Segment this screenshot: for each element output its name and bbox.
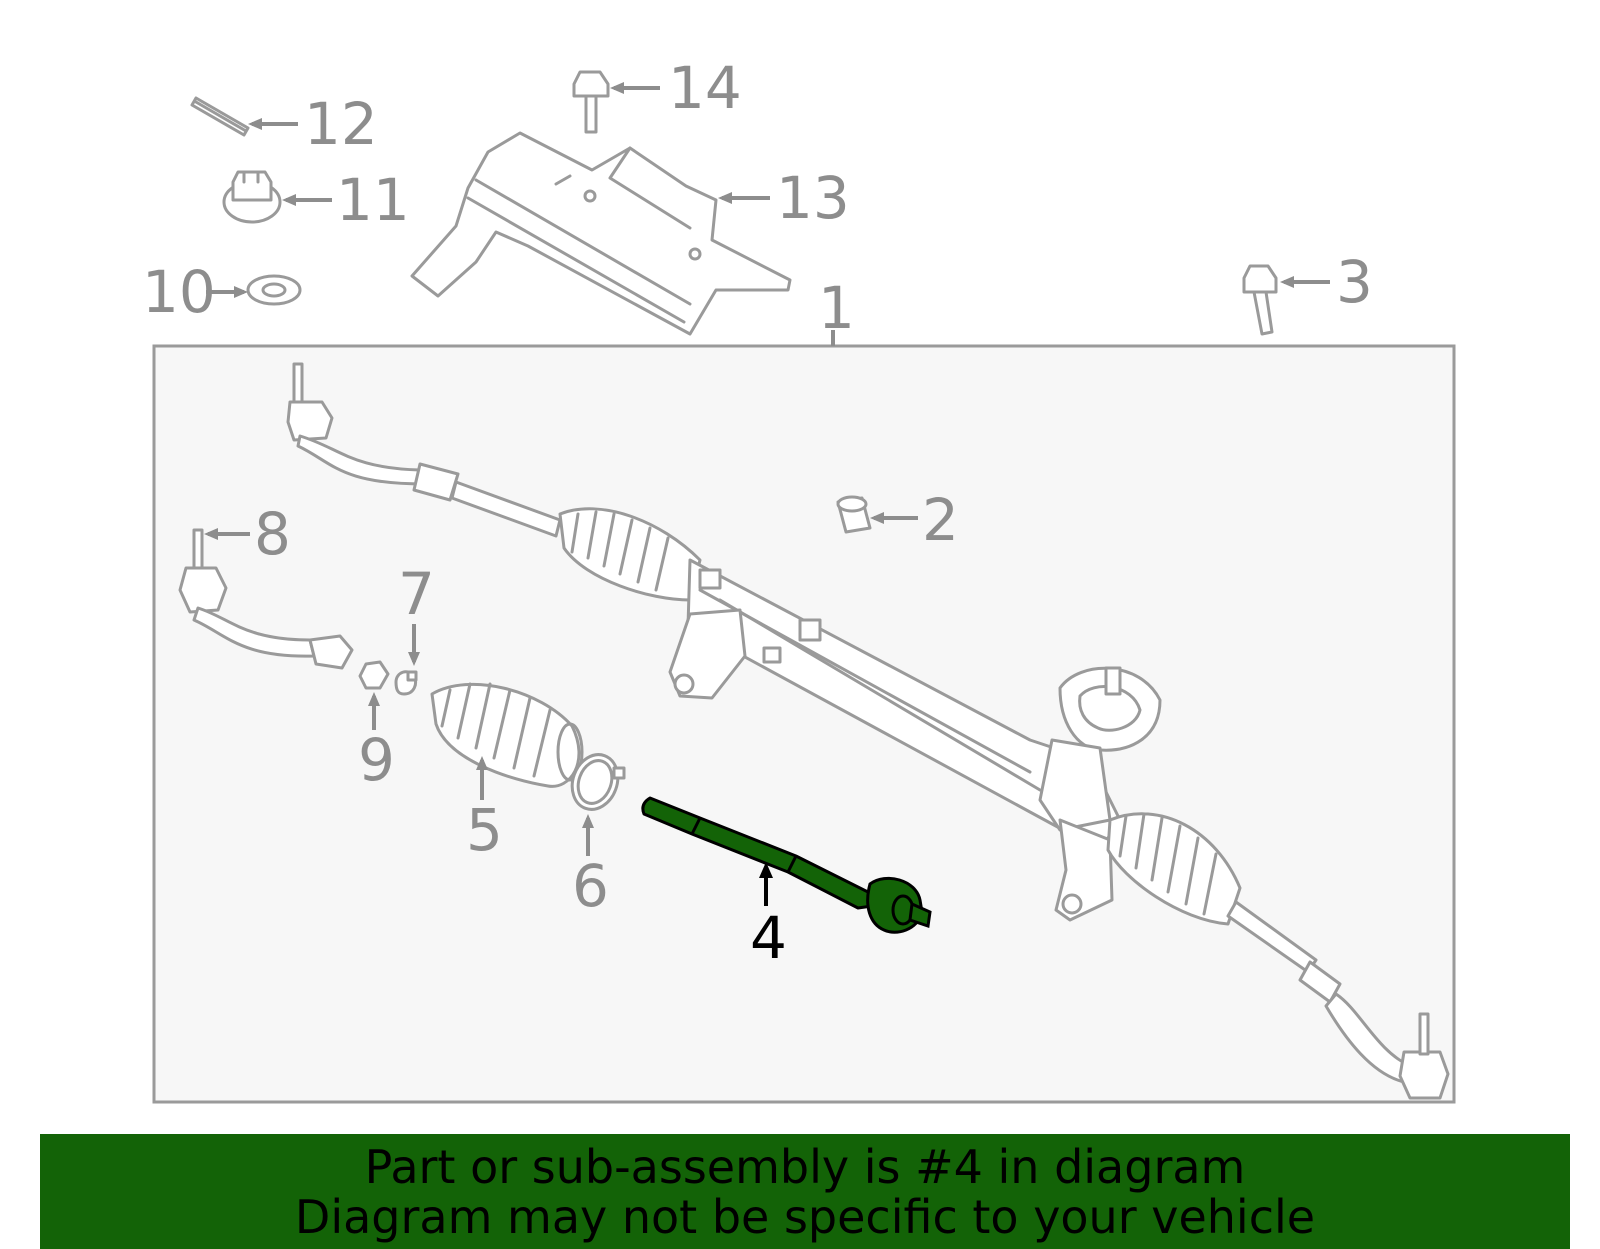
callout-14: 14 xyxy=(668,54,742,122)
callout-1: 1 xyxy=(818,274,855,342)
callout-6: 6 xyxy=(572,852,609,920)
part-7-clamp xyxy=(394,670,418,696)
part-13-heat-shield xyxy=(410,131,792,336)
part-14-bolt xyxy=(572,70,610,134)
callout-13: 13 xyxy=(776,164,850,232)
callout-9: 9 xyxy=(358,726,395,794)
part-12-pin xyxy=(190,96,250,137)
callout-7: 7 xyxy=(398,560,435,628)
callout-4: 4 xyxy=(750,904,787,972)
steering-rack-assembly xyxy=(286,362,1450,1100)
callout-12: 12 xyxy=(304,90,378,158)
part-8-tie-rod-end xyxy=(178,528,354,670)
part-9-nut xyxy=(358,660,390,690)
banner-line-2: Diagram may not be specific to your vehi… xyxy=(294,1190,1316,1244)
part-6-clamp-ring xyxy=(570,753,626,811)
callout-5: 5 xyxy=(466,796,503,864)
part-4-inner-tie-rod xyxy=(641,796,932,934)
callout-2: 2 xyxy=(922,486,959,554)
part-3-bolt xyxy=(1242,264,1278,336)
part-11-castle-nut xyxy=(222,170,282,224)
callout-3: 3 xyxy=(1336,248,1373,316)
part-2-bushing xyxy=(836,495,872,534)
info-banner: Part or sub-assembly is #4 in diagram Di… xyxy=(40,1134,1570,1249)
part-10-washer xyxy=(246,274,302,306)
callout-8: 8 xyxy=(254,500,291,568)
banner-line-1: Part or sub-assembly is #4 in diagram xyxy=(364,1140,1246,1194)
callout-10: 10 xyxy=(142,258,216,326)
callout-11: 11 xyxy=(336,166,410,234)
callout-leaders xyxy=(204,82,1330,906)
